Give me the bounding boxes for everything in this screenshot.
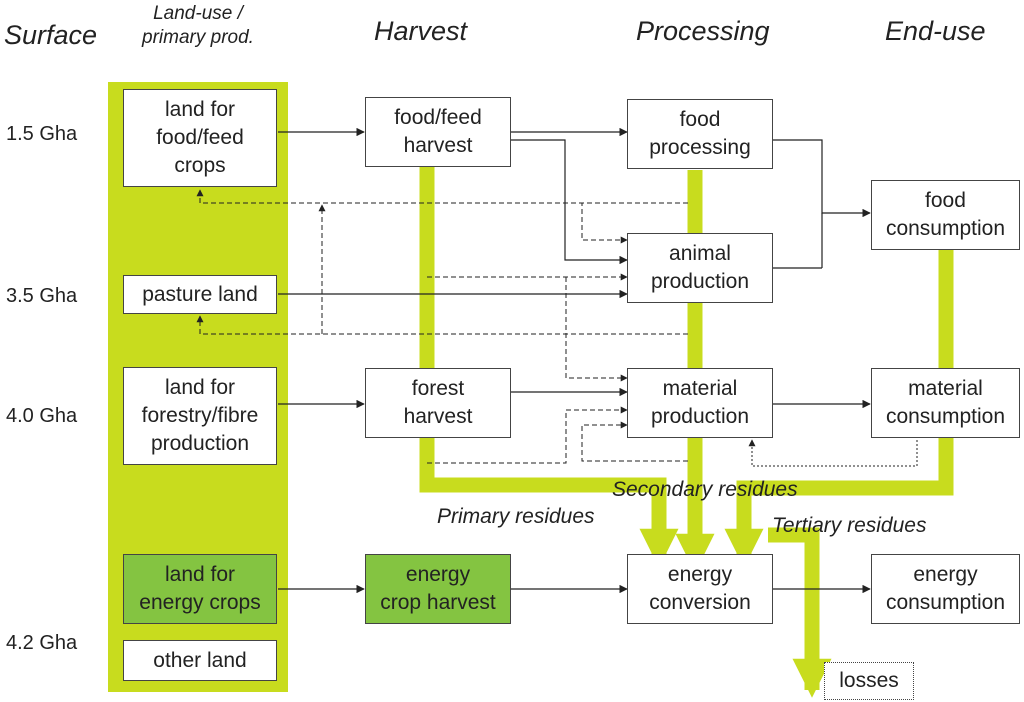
arrow-to-food-consumption bbox=[773, 139, 871, 218]
dotted-flows bbox=[748, 439, 918, 467]
losses-flow bbox=[768, 527, 832, 698]
solid-flows bbox=[278, 127, 871, 594]
label-secondary-residues: Secondary residues bbox=[612, 478, 798, 501]
dashed-animal-to-material bbox=[565, 277, 628, 382]
land-forestry-box: land for forestry/fibre production bbox=[123, 367, 277, 465]
dashed-bottom-to-pasture bbox=[196, 315, 688, 335]
dotted-material-feedback bbox=[748, 439, 918, 467]
harvest-food-feed-box: food/feed harvest bbox=[365, 97, 511, 167]
dashed-feedback-to-food-land bbox=[196, 189, 688, 204]
land-energy-box: land for energy crops bbox=[123, 554, 277, 624]
header-landuse: Land-use / primary prod. bbox=[142, 3, 254, 48]
surface-value-3: 4.0 Gha bbox=[6, 405, 78, 427]
arrow-harvest-to-animal bbox=[511, 139, 628, 265]
harvest-energy-box: energy crop harvest bbox=[365, 554, 511, 624]
surface-value-1: 1.5 Gha bbox=[6, 123, 78, 145]
enduse-material-box: material consumption bbox=[871, 368, 1020, 438]
dashed-flows bbox=[196, 189, 688, 464]
enduse-food-box: food consumption bbox=[871, 180, 1020, 250]
losses-box: losses bbox=[824, 662, 914, 700]
label-primary-residues: Primary residues bbox=[437, 505, 595, 528]
dashed-processing-to-material bbox=[581, 421, 688, 462]
harvest-forest-box: forest harvest bbox=[365, 368, 511, 438]
primary-residue-flow bbox=[419, 162, 679, 568]
surface-value-4: 4.2 Gha bbox=[6, 632, 78, 654]
header-enduse: End-use bbox=[885, 16, 986, 46]
header-harvest: Harvest bbox=[374, 16, 468, 46]
surface-value-2: 3.5 Gha bbox=[6, 285, 78, 307]
processing-energy-box: energy conversion bbox=[627, 554, 773, 624]
land-other-box: other land bbox=[123, 640, 277, 681]
processing-material-box: material production bbox=[627, 368, 773, 438]
label-tertiary-residues: Tertiary residues bbox=[772, 514, 927, 537]
header-surface: Surface bbox=[4, 20, 98, 50]
enduse-energy-box: energy consumption bbox=[871, 554, 1020, 624]
processing-food-box: food processing bbox=[627, 99, 773, 169]
processing-animal-box: animal production bbox=[627, 233, 773, 303]
header-processing: Processing bbox=[636, 16, 770, 46]
land-food-feed-box: land for food/feed crops bbox=[123, 89, 277, 187]
land-pasture-box: pasture land bbox=[123, 275, 277, 314]
dashed-to-animal-from-top bbox=[581, 202, 688, 244]
